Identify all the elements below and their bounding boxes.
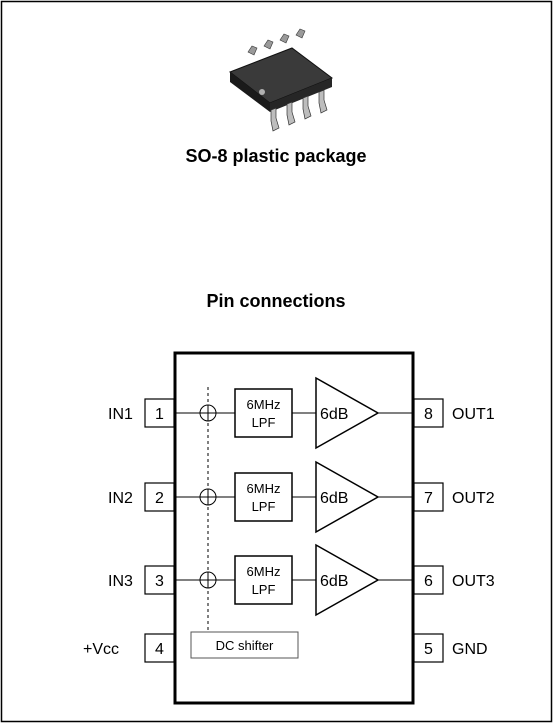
channel-1: IN1 1 6MHz LPF 6dB 8 OUT1 — [108, 376, 495, 450]
ch2-summing-node-icon — [199, 488, 217, 506]
ch1-gain-label: 6dB — [320, 406, 348, 423]
diagram-title: Pin connections — [206, 291, 345, 311]
pin-6-box — [413, 565, 444, 595]
ch1-lpf-line2: LPF — [252, 415, 276, 430]
ch3-lpf-line1: 6MHz — [247, 564, 281, 579]
out3-label: OUT3 — [452, 573, 495, 590]
pin-3-number: 3 — [155, 573, 164, 590]
so8-chip-icon — [228, 28, 334, 132]
pin-2-box — [144, 482, 175, 512]
pin-4-number: 4 — [155, 641, 164, 658]
out1-label: OUT1 — [452, 406, 495, 423]
vcc-label: +Vcc — [83, 641, 119, 658]
pin-7-box — [413, 482, 444, 512]
pin-1-box — [144, 398, 175, 428]
dc-shifter-label: DC shifter — [216, 638, 274, 653]
ch2-gain-label: 6dB — [320, 490, 348, 507]
gnd-label: GND — [452, 641, 488, 658]
ch3-amplifier-icon — [315, 543, 380, 617]
pin-2-number: 2 — [155, 490, 164, 507]
ch1-lpf-line1: 6MHz — [247, 397, 281, 412]
pin-3-box — [144, 565, 175, 595]
ch3-gain-label: 6dB — [320, 573, 348, 590]
pin-1-number: 1 — [155, 406, 164, 423]
pin-7-number: 7 — [424, 490, 433, 507]
pin-5-number: 5 — [424, 641, 433, 658]
ch3-lpf-box — [234, 555, 293, 605]
channel-2: IN2 2 6MHz LPF 6dB 7 OUT2 — [108, 460, 495, 534]
pin-6-number: 6 — [424, 573, 433, 590]
in1-label: IN1 — [108, 406, 133, 423]
ch3-lpf-line2: LPF — [252, 582, 276, 597]
pin-5-box — [413, 633, 444, 663]
dc-shifter-box — [190, 631, 299, 659]
ch1-amplifier-icon — [315, 376, 380, 450]
ch2-amplifier-icon — [315, 460, 380, 534]
ch2-lpf-line1: 6MHz — [247, 481, 281, 496]
channel-3: IN3 3 6MHz LPF 6dB 6 OUT3 — [108, 543, 495, 617]
pin-8-number: 8 — [424, 406, 433, 423]
in2-label: IN2 — [108, 490, 133, 507]
out2-label: OUT2 — [452, 490, 495, 507]
ic-body — [173, 351, 415, 705]
in3-label: IN3 — [108, 573, 133, 590]
ch3-summing-node-icon — [199, 571, 217, 589]
ch1-summing-node-icon — [199, 404, 217, 422]
pin-4-box — [144, 633, 175, 663]
package-caption: SO-8 plastic package — [185, 146, 366, 166]
ch1-lpf-box — [234, 388, 293, 438]
ch2-lpf-box — [234, 472, 293, 522]
ch2-lpf-line2: LPF — [252, 499, 276, 514]
pin-8-box — [413, 398, 444, 428]
